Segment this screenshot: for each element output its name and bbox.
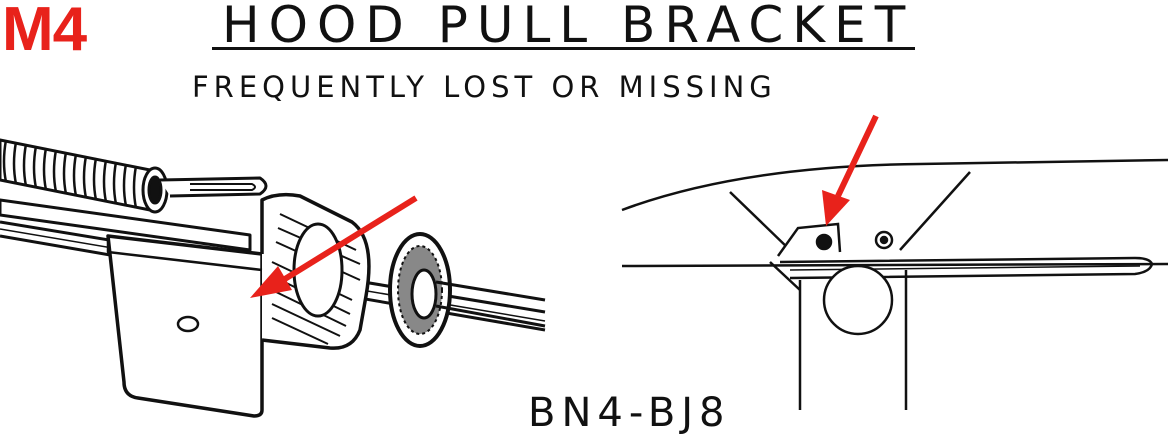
installed-view: [621, 158, 1169, 410]
part-code: M4: [2, 0, 87, 64]
page-title: HOOD PULL BRACKET: [222, 0, 915, 54]
spring: [0, 138, 169, 214]
model-range-label: BN4-BJ8: [528, 390, 731, 436]
pointer-arrow-left: [250, 195, 418, 298]
title-underline: [212, 47, 915, 50]
pointer-arrow-right: [822, 114, 879, 226]
subtitle: FREQUENTLY LOST OR MISSING: [192, 70, 777, 104]
bracket: [106, 192, 371, 418]
grommet: [388, 232, 546, 348]
